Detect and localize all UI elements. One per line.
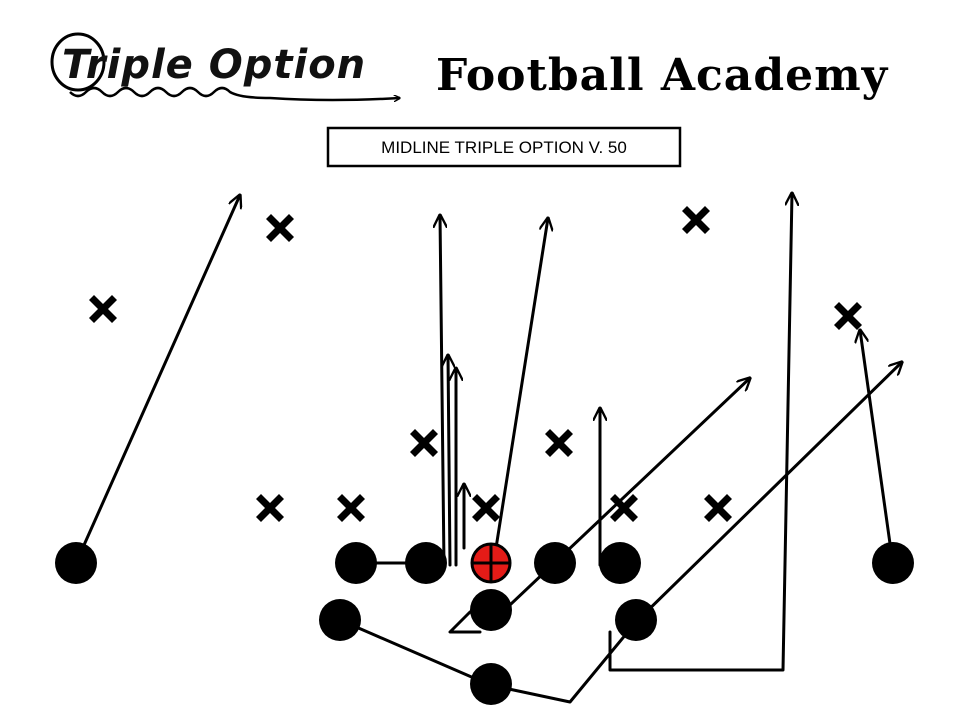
play-title: MIDLINE TRIPLE OPTION V. 50 [381, 138, 627, 157]
route-right-wr [860, 330, 895, 567]
defense [89, 206, 862, 522]
player-right-wing [615, 599, 657, 641]
defender-cb-right [834, 302, 862, 330]
route-pitch-back [338, 618, 638, 704]
defender-dt-left [337, 494, 365, 522]
defender-cb-left [89, 295, 117, 323]
brand-squiggle [69, 86, 400, 100]
defender-s-right [682, 206, 710, 234]
defender-de-left [256, 494, 284, 522]
offense [55, 542, 914, 705]
defender-nose [472, 494, 500, 522]
player-right-tackle [599, 542, 641, 584]
route-center-deep [494, 218, 548, 550]
brand-logo: Triple Option Football Academy [50, 32, 889, 101]
defender-lb-left [410, 429, 438, 457]
route-left-wr [74, 195, 240, 565]
player-left-tackle [335, 542, 377, 584]
defender-lb-left-deep [266, 214, 294, 242]
defender-lb-right [545, 429, 573, 457]
brand-script-text: Triple Option [62, 42, 366, 88]
player-left-guard [405, 542, 447, 584]
defender-de-right [704, 494, 732, 522]
player-left-wing [319, 599, 361, 641]
player-left-wr [55, 542, 97, 584]
route-lg-long [440, 213, 444, 567]
player-center [470, 542, 512, 584]
player-fullback [470, 663, 512, 705]
route-lg-short [448, 353, 450, 567]
player-right-wr [872, 542, 914, 584]
logo-circle [50, 32, 106, 92]
player-right-guard [534, 542, 576, 584]
player-qb [470, 589, 512, 631]
route-te-vertical [608, 191, 792, 672]
brand-block-text: Football Academy [436, 50, 889, 101]
route-rwing-out [634, 362, 902, 624]
play-title-box: MIDLINE TRIPLE OPTION V. 50 [326, 126, 682, 168]
